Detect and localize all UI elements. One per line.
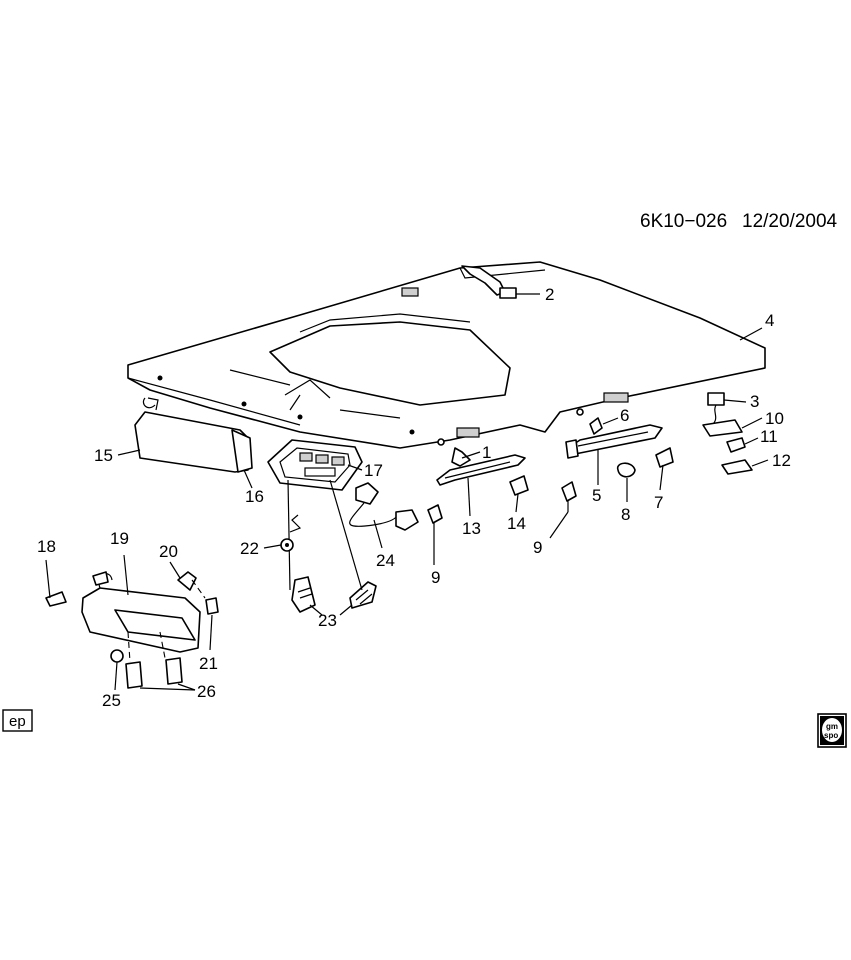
logo-text-spo: spo [824, 731, 838, 740]
callout-22: 22 [240, 539, 259, 558]
grab-handle-right [561, 408, 674, 512]
callout-11: 11 [760, 427, 778, 446]
callout-numbers: 1 2 3 4 5 6 7 8 9 9 10 11 12 13 14 15 16… [37, 285, 791, 710]
callout-2: 2 [545, 285, 554, 304]
callout-13: 13 [462, 519, 481, 538]
callout-1: 1 [482, 443, 491, 462]
callout-20: 20 [159, 542, 178, 561]
callout-24: 24 [376, 551, 395, 570]
lamp-lenses [287, 479, 377, 613]
wiring-harness [349, 482, 419, 531]
callout-12: 12 [772, 451, 791, 470]
callout-18: 18 [37, 537, 56, 556]
callout-10: 10 [765, 409, 784, 428]
sunvisor-upper [134, 397, 253, 473]
callout-16: 16 [245, 487, 264, 506]
callout-4: 4 [765, 311, 774, 330]
callout-9-left: 9 [431, 568, 440, 587]
callout-19: 19 [110, 529, 129, 548]
callout-26: 26 [197, 682, 216, 701]
leader-lines [45, 293, 769, 691]
callout-23: 23 [318, 611, 337, 630]
callout-15: 15 [94, 446, 113, 465]
diagram-date: 12/20/2004 [742, 211, 838, 232]
callout-3: 3 [750, 392, 759, 411]
ep-badge-text: ep [9, 713, 26, 730]
screw-22 [280, 538, 294, 552]
callout-25: 25 [102, 691, 121, 710]
callout-9-right: 9 [533, 538, 542, 557]
grab-handle-left [427, 438, 529, 545]
callout-17: 17 [364, 461, 383, 480]
callout-21: 21 [199, 654, 218, 673]
callout-14: 14 [507, 514, 526, 533]
gm-spo-logo: gm spo [817, 713, 847, 748]
callout-7: 7 [654, 493, 663, 512]
callout-5: 5 [592, 486, 601, 505]
headliner [127, 261, 766, 449]
callout-8: 8 [621, 505, 630, 524]
callout-6: 6 [620, 406, 629, 425]
sunvisor-lower [45, 571, 219, 689]
logo-text-gm: gm [826, 722, 838, 731]
diagram-code: 6K10−026 [640, 211, 727, 232]
dome-lamp-assembly [267, 439, 363, 491]
reading-lamp [702, 392, 753, 475]
ep-badge: ep [2, 709, 33, 732]
